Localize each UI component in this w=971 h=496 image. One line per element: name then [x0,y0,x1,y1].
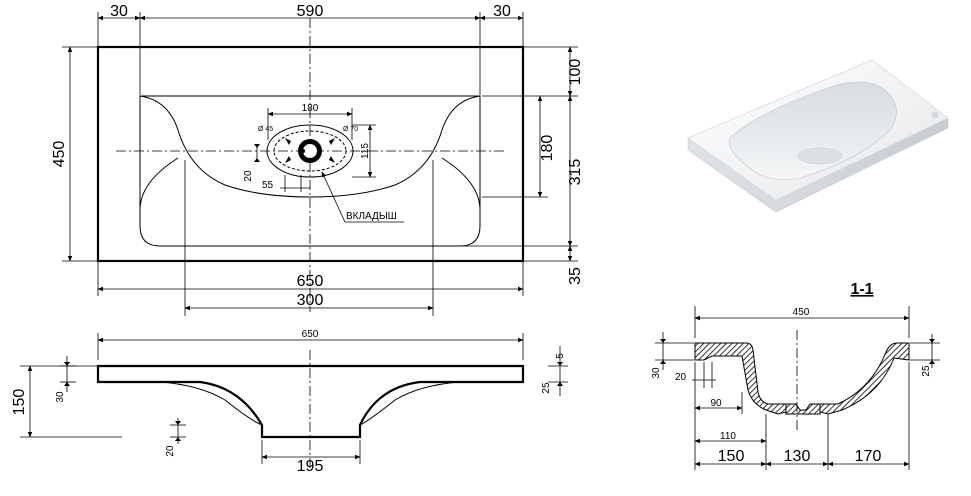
dim-faucet-span: 180 [302,103,319,114]
dim-front-bottom: 195 [297,458,324,475]
dim-right-bottom: 35 [567,267,584,285]
dim-bowl-depth: 180 [539,135,556,162]
dim-section-width: 450 [793,307,810,318]
dim-20: 20 [243,170,254,182]
dim-section-25: 25 [921,365,932,377]
dim-front-5: 5 [555,353,566,359]
dim-right-margin: 30 [493,3,511,20]
dim-115: 115 [360,143,371,159]
dim-section-90: 90 [710,398,722,409]
dim-left-margin: 30 [110,3,128,20]
dim-d70: Ø 70 [343,126,358,133]
dim-front-25: 25 [541,382,552,394]
section-view: 1-1 450 30 20 25 90 110 [651,281,940,470]
top-bowl-outline [139,95,481,247]
faucet-outer-ellipse [266,124,354,178]
dim-section-30: 30 [651,367,662,379]
dim-depth: 450 [51,141,68,168]
top-bowl-inner-curve [139,95,481,198]
section-title: 1-1 [850,281,873,298]
top-view: 180 Ø 45 Ø 70 115 20 55 ВКЛАДЫШ 30 590 3… [51,3,584,316]
dim-front-slab: 30 [55,391,66,403]
front-profile [96,364,525,439]
dim-right-top: 100 [567,59,584,86]
dim-section-110: 110 [720,431,736,442]
dim-section-20: 20 [675,372,687,383]
dim-bowl-width: 300 [297,292,324,309]
insert-label: ВКЛАДЫШ [346,211,397,222]
dim-right-mid: 315 [567,159,584,186]
top-outer-outline [96,45,525,263]
dim-total-width: 650 [297,273,324,290]
dim-d45: Ø 45 [258,126,273,133]
dim-section-150: 150 [718,448,745,465]
dim-front-20: 20 [165,445,176,457]
dim-front-width: 650 [302,329,319,340]
dim-front-height: 150 [11,389,28,416]
dim-section-130: 130 [784,448,811,465]
dim-section-170: 170 [855,448,882,465]
dim-inner-width: 590 [297,3,324,20]
dim-55: 55 [262,180,274,191]
front-view: 650 150 30 5 25 20 195 [11,329,568,475]
sink-render [687,59,949,213]
